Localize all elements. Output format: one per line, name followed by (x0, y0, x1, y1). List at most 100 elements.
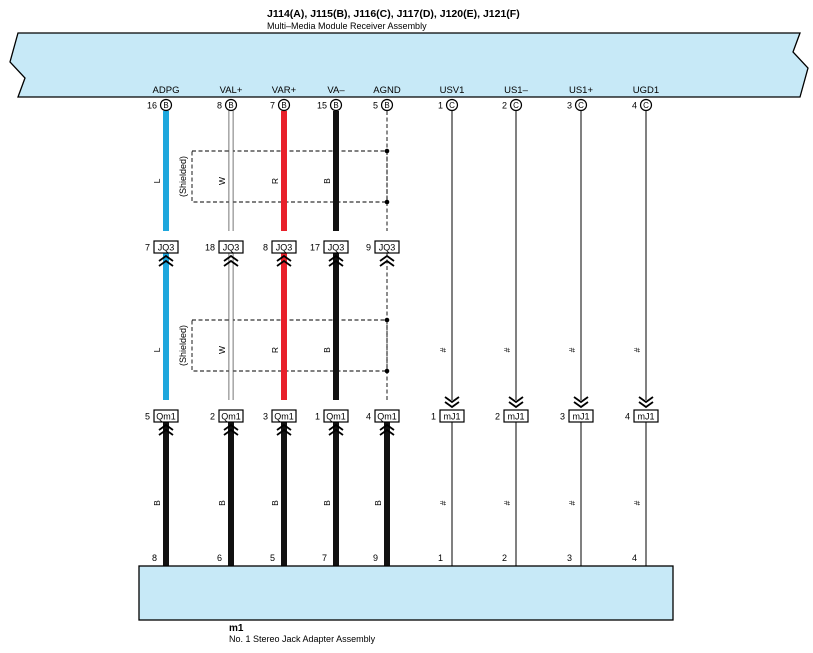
terminal-conn: C (449, 101, 455, 110)
terminal-circle (159, 98, 173, 112)
connector-pin: 3 (560, 412, 565, 422)
connector-chevron (223, 254, 239, 262)
wire-color-code: # (502, 347, 512, 352)
terminal-pin: 3 (567, 101, 572, 111)
connector-chevron (508, 401, 524, 409)
terminal-name: US1+ (569, 85, 593, 96)
connector-label: JQ3 (328, 243, 345, 253)
connector-box (271, 240, 297, 254)
connector-chevron (223, 423, 239, 431)
connector-chevron (158, 423, 174, 431)
wire-color-code: R (270, 178, 280, 184)
terminal-conn: B (228, 101, 233, 110)
connector-pin: 3 (263, 412, 268, 422)
connector-chevron (276, 259, 292, 267)
terminal-circle (509, 98, 523, 112)
wire-color-code: B (373, 500, 383, 506)
connector-box (323, 409, 349, 423)
connector-chevron (276, 428, 292, 436)
connector-chevron (444, 396, 460, 404)
connector-box (374, 240, 400, 254)
connector-label: JQ3 (158, 243, 175, 253)
terminal-circle (639, 98, 653, 112)
wire-color-code: L (152, 347, 162, 352)
bottom-module-id: m1 (229, 623, 244, 634)
connector-label: Qm1 (377, 412, 397, 422)
connector-chevron (158, 259, 174, 267)
connector-pin: 1 (315, 412, 320, 422)
connector-label: JQ3 (276, 243, 293, 253)
connector-chevron (223, 428, 239, 436)
terminal-circle (329, 98, 343, 112)
terminal-name: VAR+ (272, 85, 297, 96)
terminal-conn: C (578, 101, 584, 110)
wire-color-code: B (217, 500, 227, 506)
connector-pin: 4 (625, 412, 630, 422)
connector-pin: 8 (263, 243, 268, 253)
terminal-name: ADPG (153, 85, 180, 96)
bottom-pin: 2 (502, 553, 507, 563)
wire-color-code: # (632, 500, 642, 505)
connector-chevron (379, 254, 395, 262)
bottom-pin: 5 (270, 553, 275, 563)
connector-box (439, 409, 465, 423)
connector-chevron (328, 259, 344, 267)
terminal-conn: C (513, 101, 519, 110)
wire-color-code: R (270, 347, 280, 353)
connector-chevron (508, 396, 524, 404)
connector-box (323, 240, 349, 254)
connector-chevron (276, 254, 292, 262)
connector-chevron (158, 428, 174, 436)
terminal-name: VAL+ (220, 85, 243, 96)
connector-box (153, 240, 179, 254)
wire-color-code: W (217, 177, 227, 185)
connector-chevron (573, 401, 589, 409)
connector-label: Qm1 (221, 412, 241, 422)
bottom-pin: 3 (567, 553, 572, 563)
connector-pin: 17 (310, 243, 320, 253)
terminal-circle (574, 98, 588, 112)
connector-box (633, 409, 659, 423)
connector-pin: 5 (145, 412, 150, 422)
connector-chevron (379, 259, 395, 267)
terminal-conn: B (333, 101, 338, 110)
connector-chevron (158, 254, 174, 262)
terminal-pin: 15 (317, 101, 327, 111)
terminal-pin: 7 (270, 101, 275, 111)
terminal-pin: 2 (502, 101, 507, 111)
wire-color-code: B (152, 500, 162, 506)
wire-color-code: B (270, 500, 280, 506)
connector-pin: 2 (495, 412, 500, 422)
connector-pin: 7 (145, 243, 150, 253)
wire-color-code: # (502, 500, 512, 505)
terminal-conn: C (643, 101, 649, 110)
wire-color-code: # (567, 500, 577, 505)
connector-label: JQ3 (223, 243, 240, 253)
terminal-conn: B (163, 101, 168, 110)
top-module-box (9, 32, 809, 98)
bottom-pin: 1 (438, 553, 443, 563)
bottom-pin: 4 (632, 553, 637, 563)
bottom-pin: 9 (373, 553, 378, 563)
connector-label: Qm1 (274, 412, 294, 422)
connector-label: mJ1 (637, 412, 654, 422)
connector-box (153, 409, 179, 423)
connector-chevron (276, 423, 292, 431)
terminal-circle (277, 98, 291, 112)
terminal-conn: B (384, 101, 389, 110)
connector-chevron (223, 259, 239, 267)
connector-label: JQ3 (379, 243, 396, 253)
terminal-pin: 8 (217, 101, 222, 111)
connector-chevron (444, 401, 460, 409)
terminal-circle (380, 98, 394, 112)
terminal-circle (445, 98, 459, 112)
terminal-conn: B (281, 101, 286, 110)
connector-pin: 1 (431, 412, 436, 422)
wire-color-code: B (322, 347, 332, 353)
bottom-module-name: No. 1 Stereo Jack Adapter Assembly (229, 634, 376, 644)
bottom-pin: 8 (152, 553, 157, 563)
wire-color-code: B (322, 178, 332, 184)
wire-color-code: # (438, 347, 448, 352)
terminal-circle (224, 98, 238, 112)
